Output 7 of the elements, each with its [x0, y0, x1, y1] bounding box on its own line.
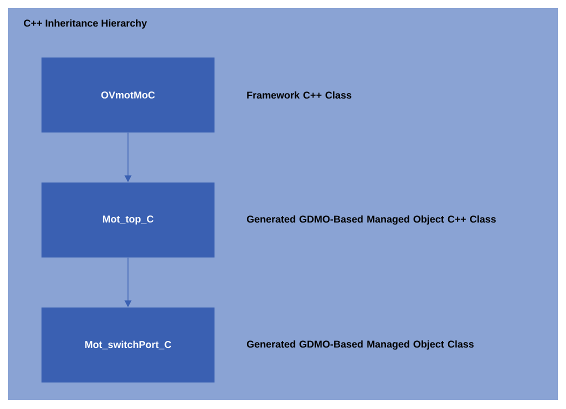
class-box: Mot_top_C [42, 182, 214, 258]
class-description: Framework C++ Class [247, 91, 352, 99]
class-description: Generated GDMO-Based Managed Object C++ Class [246, 215, 496, 225]
class-description: Generated GDMO-Based Managed Object Class [246, 340, 474, 350]
title: C++ Inheritance Hierarchy [24, 19, 147, 29]
class-box: OVmotMoC [42, 58, 214, 132]
class-box: Mot_switchPort_C [42, 308, 214, 382]
